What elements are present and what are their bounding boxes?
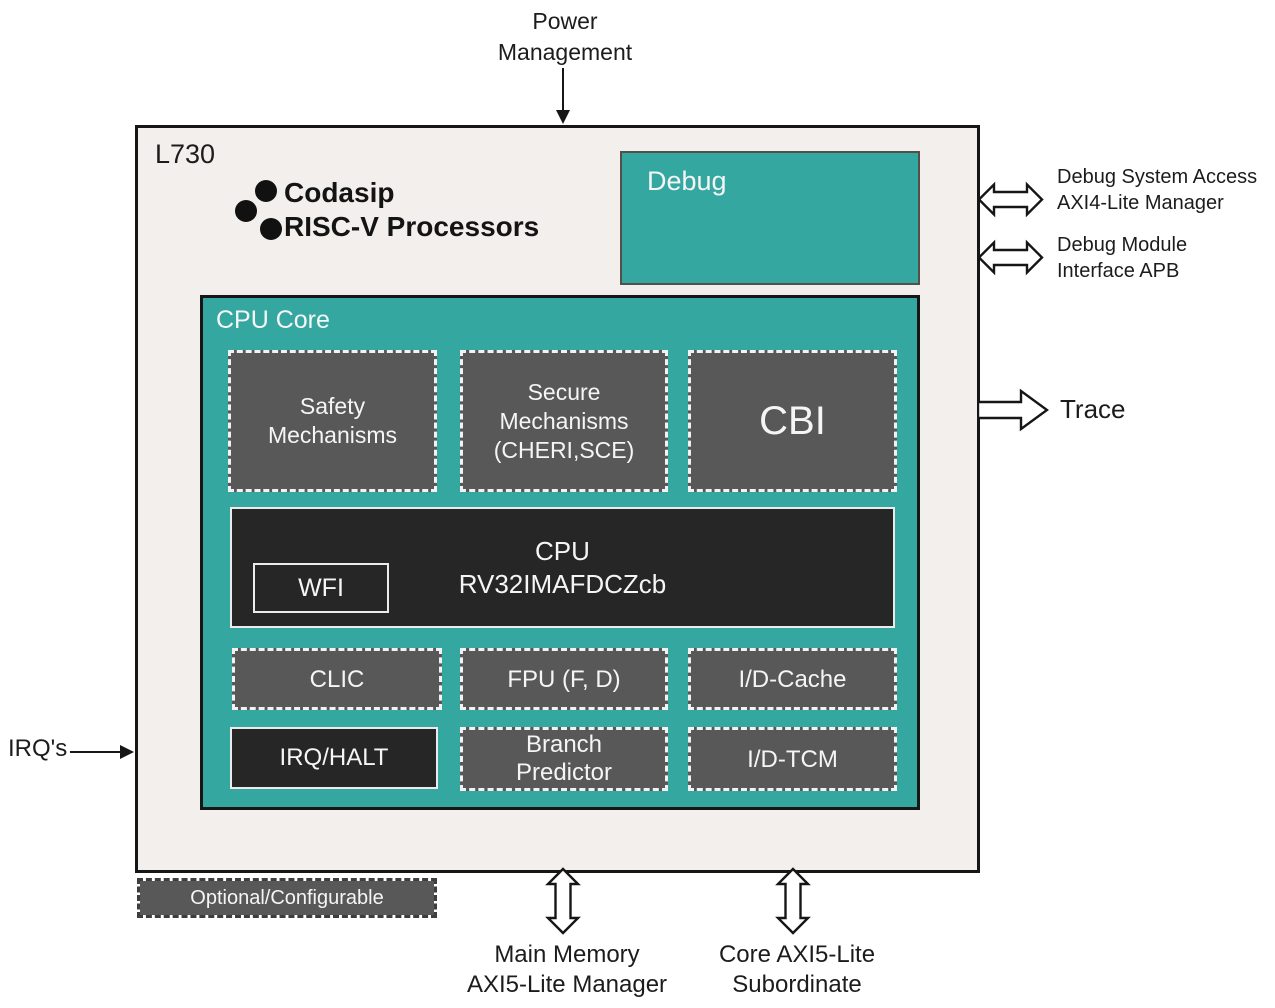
bidirectional-vertical-arrow-icon bbox=[545, 867, 581, 935]
codasip-logo-icon bbox=[235, 180, 282, 240]
legend-optional-configurable: Optional/Configurable bbox=[137, 878, 437, 918]
cbi-block: CBI bbox=[688, 350, 897, 492]
bidirectional-arrow-icon bbox=[977, 181, 1044, 218]
trace-arrow-icon bbox=[977, 388, 1049, 432]
down-arrow-icon bbox=[556, 68, 570, 124]
bidirectional-vertical-arrow-icon bbox=[775, 867, 811, 935]
main-memory-label: Main Memory AXI5-Lite Manager bbox=[466, 941, 668, 998]
chip-name: L730 bbox=[155, 139, 216, 169]
debug-block-label: Debug bbox=[647, 166, 727, 196]
cpu-core-label: CPU Core bbox=[216, 306, 330, 334]
cpu-block: CPU RV32IMAFDCZcb bbox=[230, 507, 895, 628]
debug-module-interface-label: Debug Module Interface APB bbox=[1057, 234, 1188, 282]
debug-block: Debug bbox=[620, 151, 920, 285]
right-arrow-icon bbox=[70, 745, 134, 759]
id-cache-block: I/D-Cache bbox=[688, 648, 897, 710]
irq-halt-block: IRQ/HALT bbox=[230, 727, 438, 789]
safety-mechanisms-block: Safety Mechanisms bbox=[228, 350, 437, 492]
trace-label: Trace bbox=[1060, 394, 1126, 424]
debug-system-access-label: Debug System Access AXI4-Lite Manager bbox=[1057, 166, 1258, 214]
wfi-block: WFI bbox=[253, 563, 389, 613]
clic-block: CLIC bbox=[232, 648, 442, 710]
id-tcm-block: I/D-TCM bbox=[688, 727, 897, 791]
branch-predictor-block: Branch Predictor bbox=[460, 727, 668, 791]
irqs-label: IRQ's bbox=[8, 735, 68, 762]
secure-mechanisms-block: Secure Mechanisms (CHERI,SCE) bbox=[460, 350, 668, 492]
core-axi-subordinate-label: Core AXI5-Lite Subordinate bbox=[718, 941, 876, 998]
fpu-block: FPU (F, D) bbox=[460, 648, 668, 710]
logo-wordmark: Codasip RISC-V Processors bbox=[284, 177, 540, 242]
power-management-label: Power Management bbox=[497, 8, 633, 65]
bidirectional-arrow-icon bbox=[977, 239, 1044, 276]
